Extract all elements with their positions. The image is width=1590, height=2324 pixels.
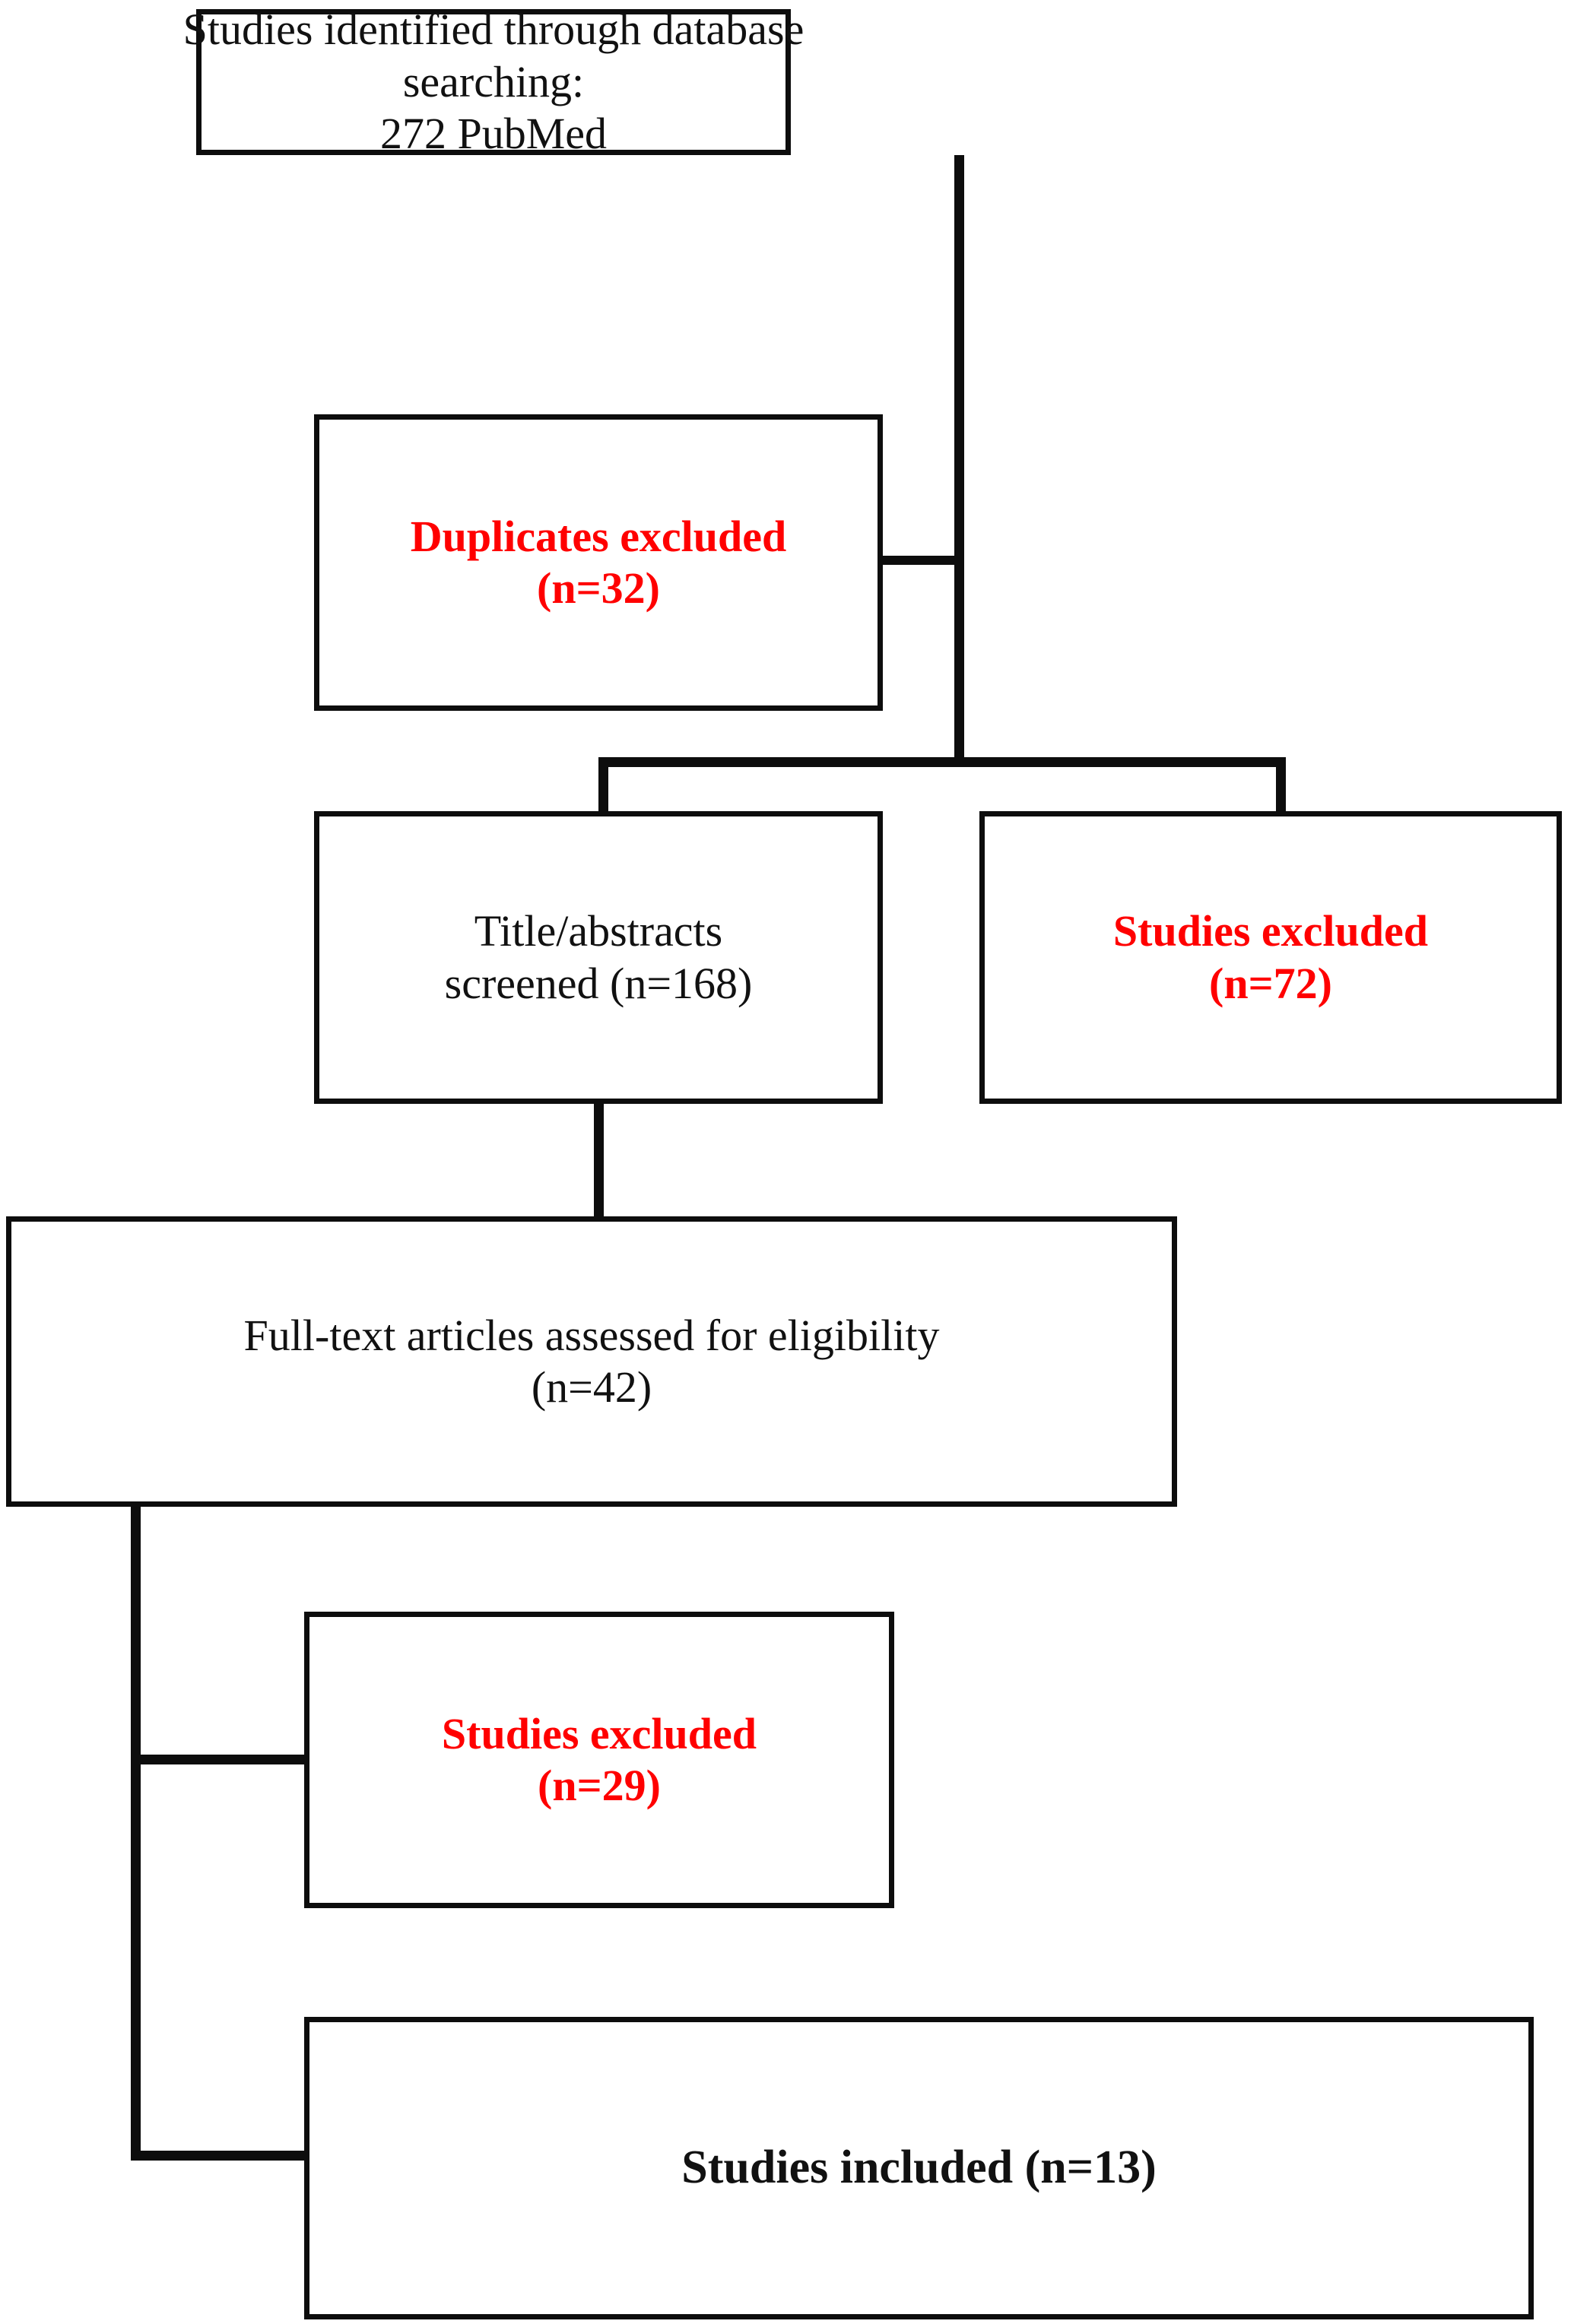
node-studies-excluded-screening[interactable]: Studies excluded (n=72) bbox=[979, 811, 1562, 1104]
node-duplicates-line1: Duplicates excluded bbox=[410, 511, 787, 561]
node-fulltext-line1: Full-text articles assessed for eligibil… bbox=[243, 1310, 940, 1360]
connector-identified-trunk bbox=[954, 155, 964, 763]
node-included-line1: Studies included (n=13) bbox=[681, 2142, 1157, 2194]
connector-screening-split-bar bbox=[598, 757, 1286, 767]
node-studies-excluded-fulltext[interactable]: Studies excluded (n=29) bbox=[304, 1612, 894, 1908]
node-excluded29-line2: (n=29) bbox=[538, 1761, 661, 1810]
node-duplicates-excluded[interactable]: Duplicates excluded (n=32) bbox=[314, 414, 883, 711]
connector-rail-to-excluded29 bbox=[131, 1755, 309, 1764]
node-identified-line3: 272 PubMed bbox=[379, 109, 608, 159]
node-screened-line1: Title/abstracts bbox=[474, 906, 723, 956]
connector-screening-split-left bbox=[598, 757, 608, 815]
node-title-abstracts-screened[interactable]: Title/abstracts screened (n=168) bbox=[314, 811, 883, 1104]
connector-duplicates-stub bbox=[881, 556, 959, 565]
node-excluded72-line2: (n=72) bbox=[1209, 958, 1332, 1008]
node-identified-line1: Studies identified through database bbox=[182, 5, 805, 55]
node-studies-included[interactable]: Studies included (n=13) bbox=[304, 2017, 1534, 2319]
node-full-text-assessed[interactable]: Full-text articles assessed for eligibil… bbox=[6, 1216, 1177, 1507]
connector-fulltext-left-rail bbox=[131, 1504, 141, 2161]
connector-screening-split-right bbox=[1276, 757, 1286, 815]
node-identified-line2: searching: bbox=[402, 56, 585, 106]
node-fulltext-line2: (n=42) bbox=[531, 1362, 652, 1412]
connector-screened-to-fulltext bbox=[594, 1101, 604, 1221]
node-studies-identified[interactable]: Studies identified through database sear… bbox=[183, 5, 805, 158]
connector-rail-to-included bbox=[131, 2151, 309, 2161]
node-excluded29-line1: Studies excluded bbox=[441, 1708, 757, 1758]
node-excluded72-line1: Studies excluded bbox=[1112, 906, 1429, 956]
node-duplicates-line2: (n=32) bbox=[537, 563, 660, 613]
node-screened-line2: screened (n=168) bbox=[444, 958, 753, 1008]
